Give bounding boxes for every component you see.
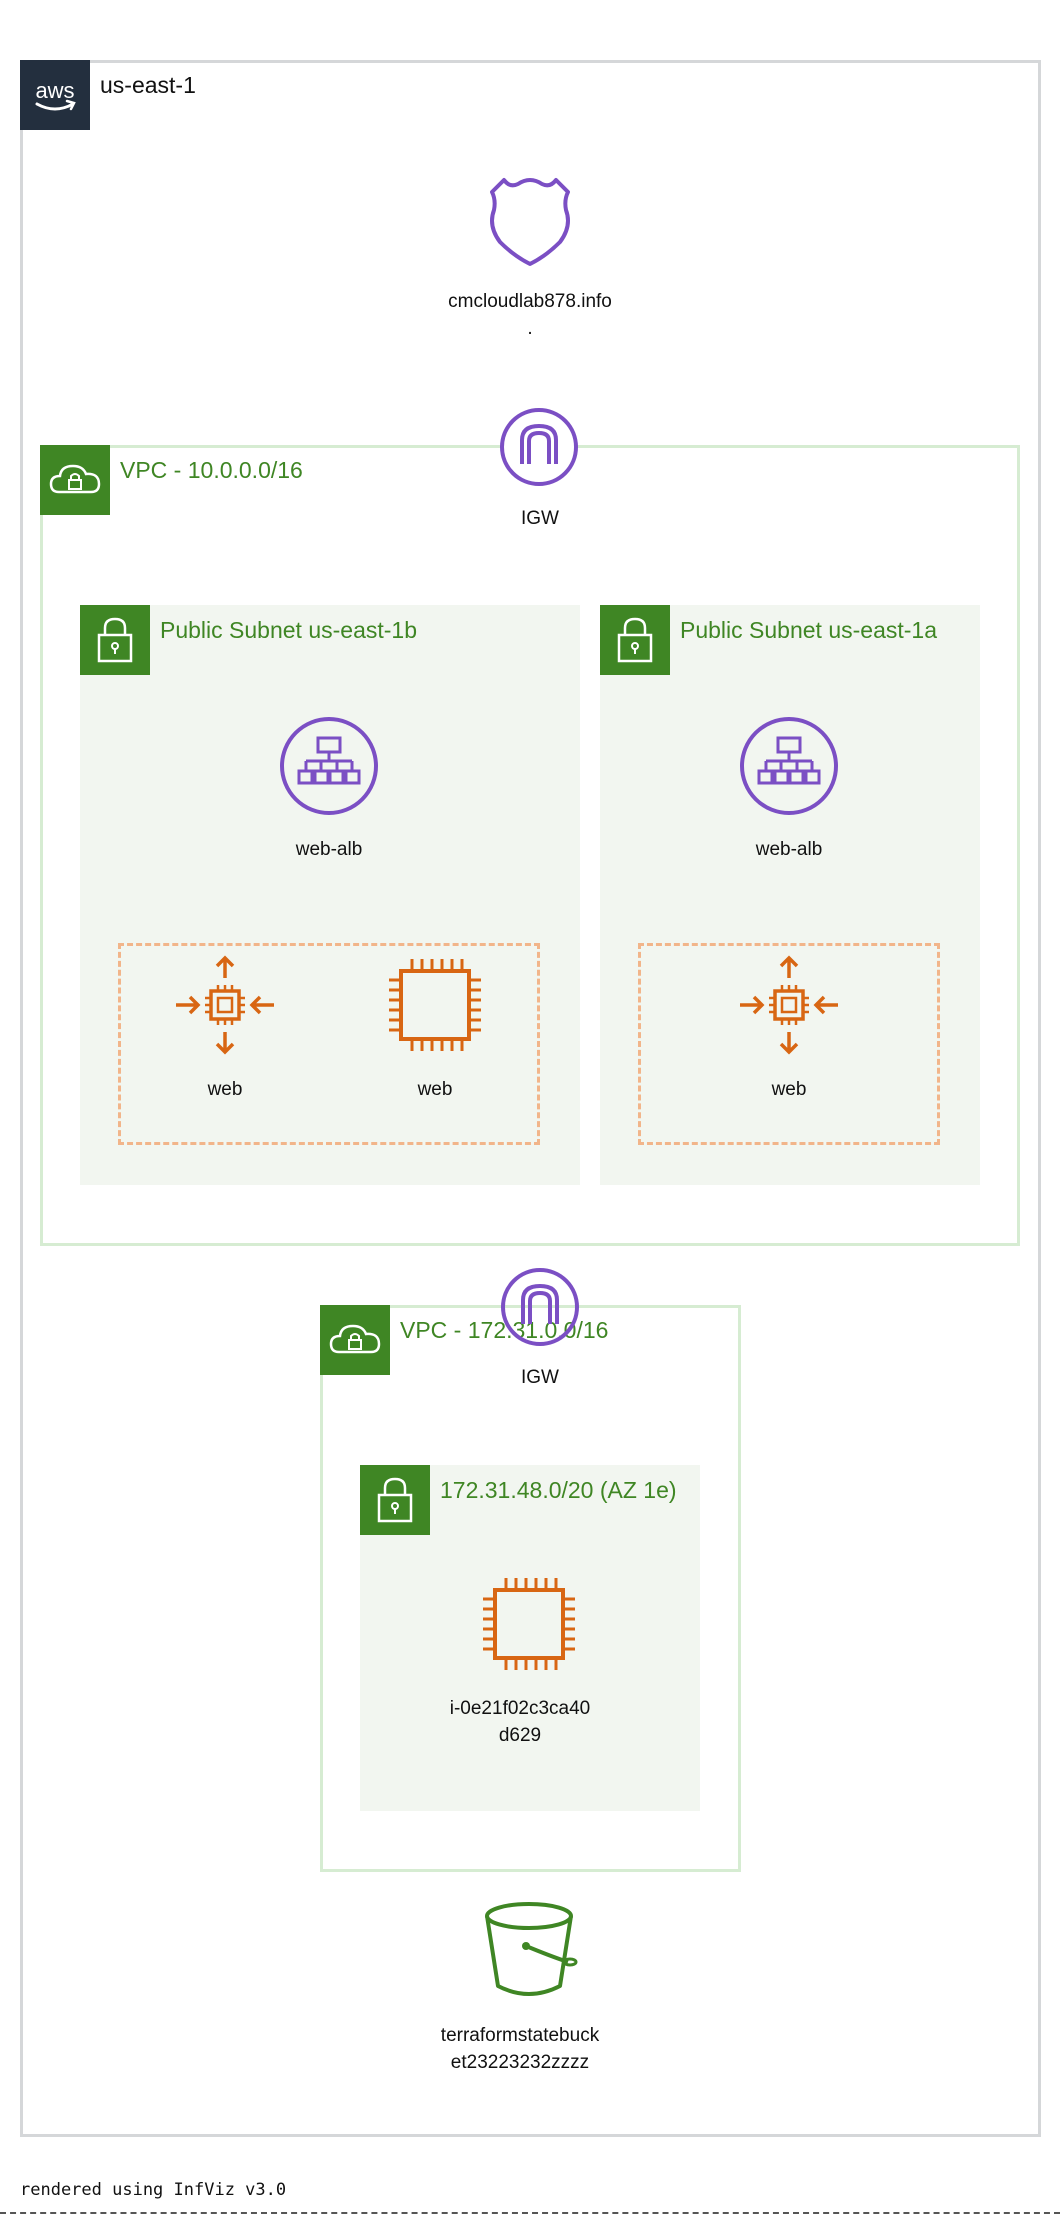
vpc-cloud-icon <box>40 445 110 515</box>
ec2-chip-icon <box>384 954 486 1056</box>
instance-label: i-0e21f02c3ca40 d629 <box>449 1698 591 1746</box>
ec2-chip-icon <box>478 1573 580 1675</box>
footer-text: rendered using InfViz v3.0 <box>20 2180 287 2200</box>
internet-gateway-icon <box>499 1266 581 1348</box>
load-balancer-icon <box>738 715 840 817</box>
public-subnet-us-east-1a <box>600 605 980 1185</box>
region-label: us-east-1 <box>100 72 196 98</box>
s3-bucket-icon <box>478 1898 580 2000</box>
load-balancer-icon <box>278 715 380 817</box>
alb-label: web-alb <box>755 839 823 860</box>
asg-node-label: web <box>771 1079 807 1100</box>
public-subnet-us-east-1b <box>80 605 580 1185</box>
subnet-lock-icon <box>600 605 670 675</box>
autoscaling-group-1a <box>638 943 940 1145</box>
subnet-lock-icon <box>80 605 150 675</box>
autoscaling-icon <box>738 954 840 1056</box>
svg-text:aws: aws <box>35 78 74 103</box>
subnet-1a-label: Public Subnet us-east-1a <box>680 617 937 643</box>
bucket-label: terraformstatebuck et23223232zzzz <box>440 2025 600 2073</box>
internet-gateway-icon <box>498 406 580 488</box>
dns-zone-label: cmcloudlab878.info . <box>448 291 612 339</box>
aws-logo-icon: aws <box>20 60 90 130</box>
subnet-lock-icon <box>360 1465 430 1535</box>
footer-divider <box>0 2212 1060 2214</box>
igw-label: IGW <box>521 508 559 529</box>
vpc-10-label: VPC - 10.0.0.0/16 <box>120 457 303 483</box>
subnet-1b-label: Public Subnet us-east-1b <box>160 617 417 643</box>
subnet-172-label: 172.31.48.0/20 (AZ 1e) <box>440 1477 677 1503</box>
alb-label: web-alb <box>295 839 363 860</box>
ec2-node-label: web <box>417 1079 453 1100</box>
autoscaling-icon <box>174 954 276 1056</box>
igw-label: IGW <box>521 1367 559 1388</box>
vpc-cloud-icon <box>320 1305 390 1375</box>
region-container <box>20 60 1041 2137</box>
autoscaling-group-1b <box>118 943 540 1145</box>
route53-shield-icon <box>480 170 580 270</box>
asg-node-label: web <box>207 1079 243 1100</box>
